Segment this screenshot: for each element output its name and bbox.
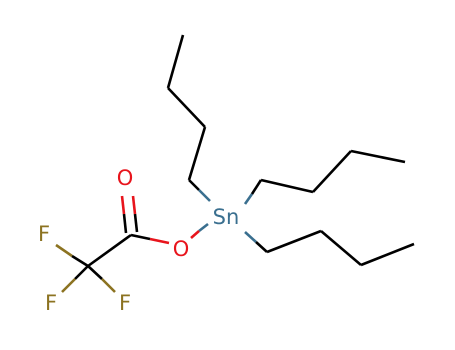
bond — [131, 195, 137, 215]
bond — [74, 265, 89, 280]
ester-oxygen-carbon-bond — [130, 233, 170, 245]
bond — [350, 149, 406, 164]
bond — [71, 254, 89, 268]
bond — [320, 230, 362, 266]
carbonyl-double-bond — [120, 195, 139, 234]
bond — [198, 189, 211, 202]
bond — [133, 213, 139, 233]
fluorine-label: F — [119, 291, 131, 315]
butyl-chain-upper — [166, 34, 211, 202]
bond — [87, 233, 132, 268]
bond — [312, 150, 352, 193]
bond — [167, 87, 206, 128]
tin-atom-label: Sn — [213, 205, 240, 229]
bond — [101, 278, 116, 293]
fluorine-label: F — [38, 222, 50, 246]
butyl-chain-middle — [243, 149, 406, 205]
bond — [61, 278, 76, 293]
fluorine-label: F — [45, 291, 57, 315]
bond — [260, 178, 314, 194]
bond — [188, 179, 200, 191]
bond — [187, 126, 207, 181]
bond — [149, 237, 170, 245]
bond — [250, 179, 263, 195]
bond — [244, 231, 257, 243]
bond — [55, 243, 73, 258]
carbonyl-oxygen-label: O — [117, 166, 134, 190]
bond — [243, 193, 254, 205]
bond — [122, 213, 128, 234]
carbon-fluorine-bonds — [55, 243, 116, 293]
tin-oxygen-bond — [190, 222, 209, 239]
bond — [360, 242, 415, 267]
bond — [255, 241, 268, 253]
bond — [130, 233, 151, 241]
bond — [198, 222, 209, 233]
bond — [266, 229, 322, 254]
bond — [87, 265, 103, 280]
butyl-chain-lower — [244, 229, 415, 267]
bond — [190, 230, 200, 239]
bond — [120, 195, 126, 215]
bond — [166, 34, 185, 89]
ester-oxygen-label: O — [173, 237, 190, 261]
